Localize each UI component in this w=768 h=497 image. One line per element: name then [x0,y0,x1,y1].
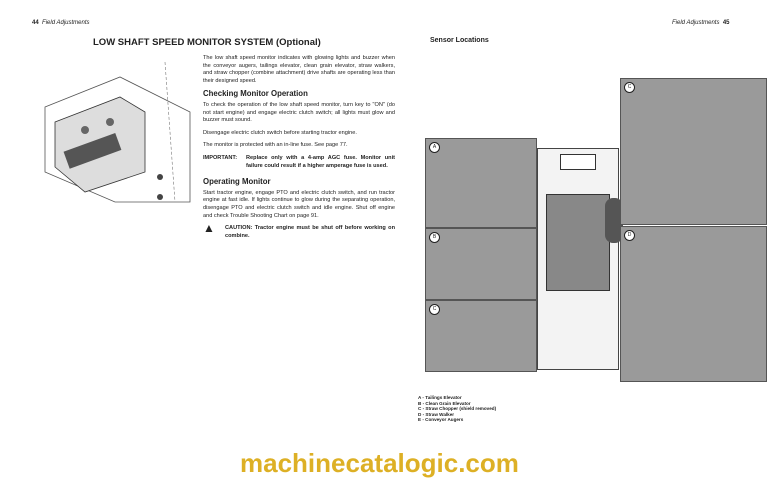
photo-c-right: C [620,78,767,225]
monitor-text: The low shaft speed monitor indicates wi… [203,55,395,245]
photo-label: C [624,82,635,93]
page-title: LOW SHAFT SPEED MONITOR SYSTEM (Optional… [93,37,321,48]
photo-a: A [425,138,537,228]
watermark: machinecatalogic.com [240,448,519,478]
photo-c: C [425,300,537,372]
section-heading: Checking Monitor Operation [203,89,308,99]
important-label: IMPORTANT: [203,154,238,161]
running-head-text: Field Adjustments [672,20,720,26]
photo-label: D [624,230,635,241]
section-heading: Operating Monitor [203,177,271,187]
combine-illustration [537,148,619,370]
intro-paragraph: The low shaft speed monitor indicates wi… [203,55,395,84]
paragraph: To check the operation of the low shaft … [203,101,395,124]
caution-note: ▲ CAUTION: Tractor engine must be shut of… [203,221,395,240]
paragraph: Disengage electric clutch switch before … [203,129,357,136]
photo-d: D [620,226,767,382]
tire-illustration [605,198,623,243]
legend-item: B - Clean Grain Elevator [418,400,471,406]
monitor-illustration [44,61,191,203]
photo-label: A [429,142,440,153]
photo-label: C [429,304,440,315]
sensor-legend: A - Tailings Elevator B - Clean Grain El… [418,395,496,423]
legend-item: C - Straw Chopper (shield removed) [418,406,497,412]
important-text: Replace only with a 4-amp AGC fuse. Moni… [246,154,395,169]
sensor-title: Sensor Locations [430,37,489,44]
warning-icon: ▲ [203,221,215,236]
left-running-head: 44 Field Adjustments [32,20,90,26]
legend-item: A - Tailings Elevator [418,395,462,400]
photo-b: B [425,228,537,300]
caution-text: CAUTION: Tractor engine must be shut off… [225,225,395,239]
legend-item: E - Conveyor Augers [418,417,464,423]
paragraph: Start tractor engine, engage PTO and ele… [203,189,395,219]
page-number: 44 [32,20,39,26]
important-note: IMPORTANT: Replace only with a 4-amp AGC … [203,155,395,170]
paragraph: The monitor is protected with an in-line… [203,142,348,149]
photo-label: B [429,232,440,243]
right-running-head: Field Adjustments 45 [672,20,730,26]
sensor-photo-group: A B C C D [425,78,767,382]
legend-item: D - Straw Walker [418,411,455,417]
page-number: 45 [722,20,730,26]
running-head-text: Field Adjustments [42,20,90,26]
